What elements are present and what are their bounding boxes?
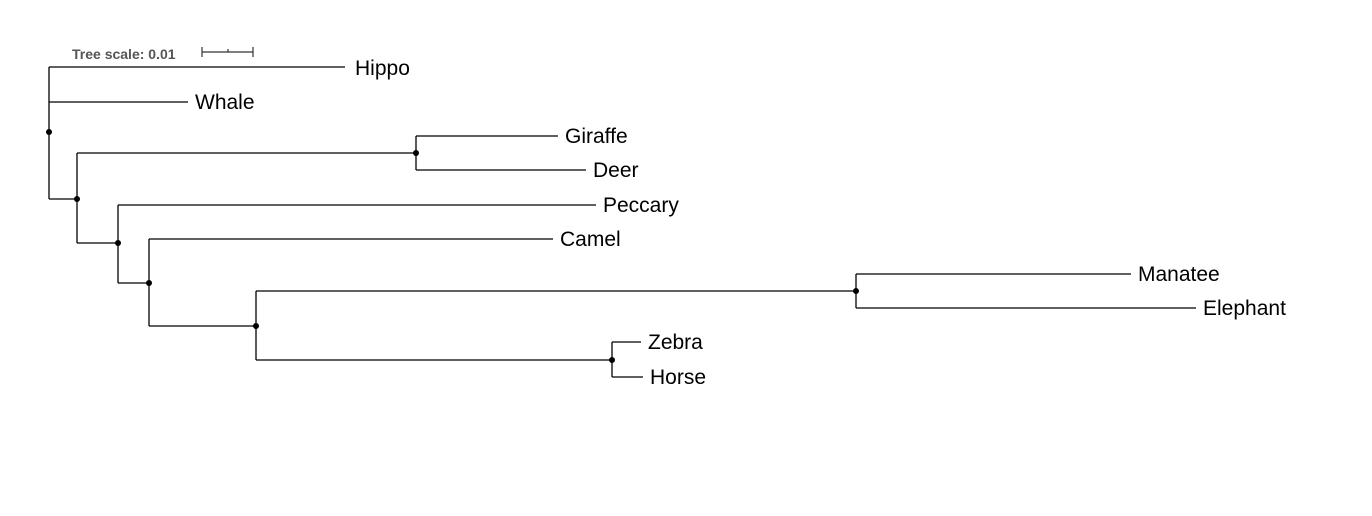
node-4 (115, 240, 121, 246)
leaf-label-elephant: Elephant (1203, 297, 1286, 320)
leaf-label-hippo: Hippo (355, 57, 410, 80)
leaf-label-horse: Horse (650, 366, 706, 389)
leaf-label-zebra: Zebra (648, 331, 703, 354)
leaf-label-manatee: Manatee (1138, 263, 1220, 286)
leaf-label-camel: Camel (560, 228, 621, 251)
leaf-label-giraffe: Giraffe (565, 125, 628, 148)
leaf-label-whale: Whale (195, 91, 255, 114)
node-5 (146, 280, 152, 286)
node-6 (253, 323, 259, 329)
tree-scale-bar (201, 47, 254, 57)
tree-scale: Tree scale: 0.01 (72, 46, 254, 62)
tree-scale-label: Tree scale: 0.01 (72, 46, 176, 62)
node-zebra-horse (609, 357, 615, 363)
internal-nodes (46, 129, 859, 363)
node-giraffe-deer (413, 150, 419, 156)
leaf-label-deer: Deer (593, 159, 639, 182)
leaf-labels: Hippo Whale Giraffe Deer Peccary Camel M… (195, 57, 1286, 389)
node-2 (74, 196, 80, 202)
node-root (46, 129, 52, 135)
leaf-label-peccary: Peccary (603, 194, 679, 217)
node-manatee-elephant (853, 288, 859, 294)
